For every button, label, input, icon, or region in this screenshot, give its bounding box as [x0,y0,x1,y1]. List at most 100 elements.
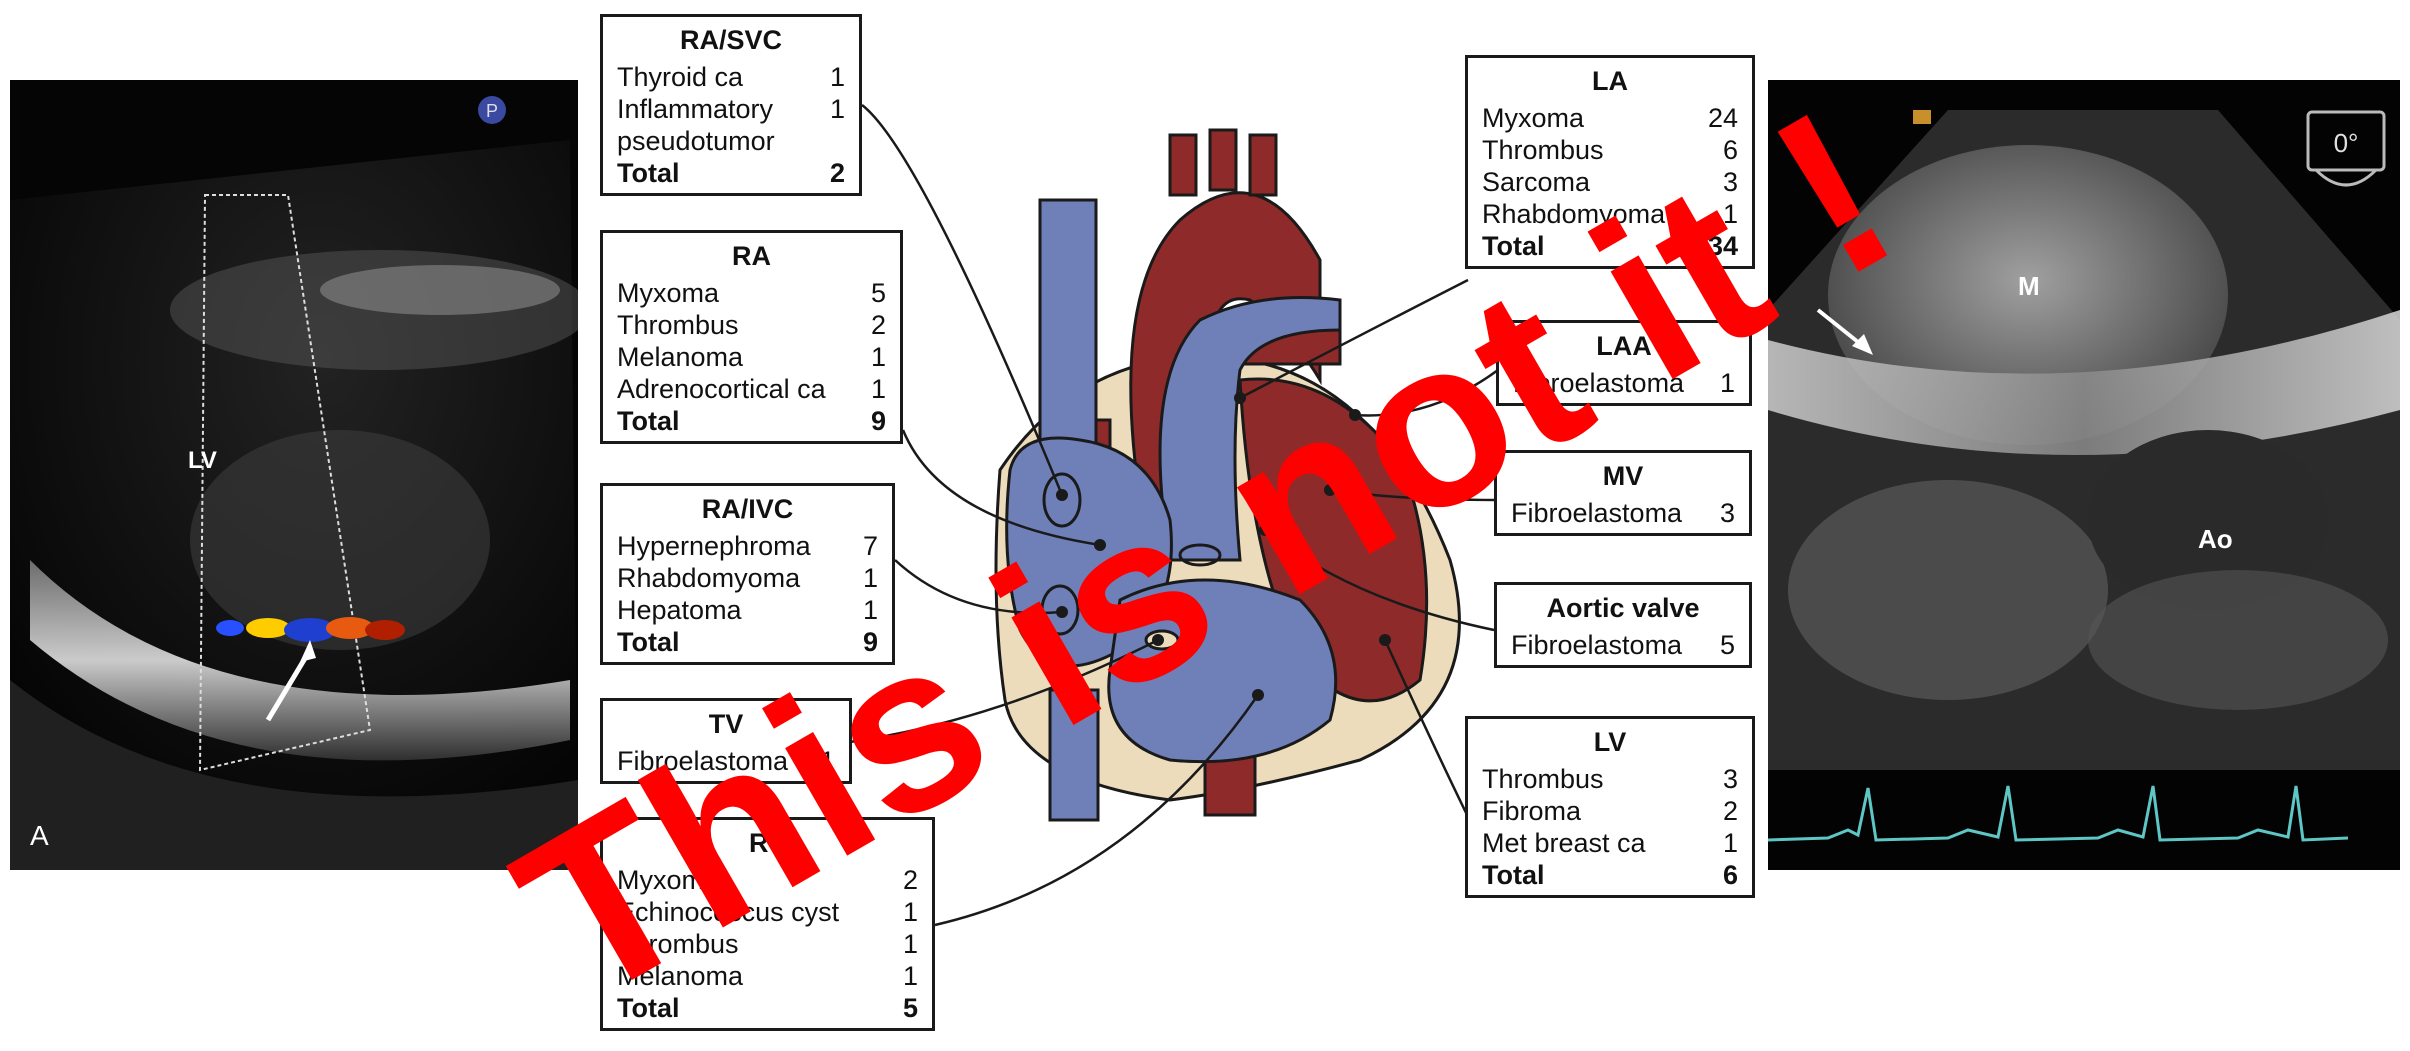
row-count: 7 [854,530,878,562]
row-label: Rhabdomyoma [1482,198,1665,230]
table-row: Inflammatory 1 [617,93,845,125]
table-row: Myxoma 24 [1482,102,1738,134]
aorta-label: Ao [2198,524,2233,554]
row-count: 1 [1711,367,1735,399]
table-row: Fibroelastoma 1 [1513,367,1735,399]
row-count: 3 [1711,497,1735,529]
row-count: 1 [821,93,845,125]
box-title: RA/IVC [617,492,878,526]
box-ra-ivc: RA/IVC Hypernephroma 7 Rhabdomyoma1 Hepat… [600,483,895,665]
row-label: Hypernephroma [617,530,811,562]
angle-readout: 0° [2334,128,2359,158]
row-count: 1 [894,960,918,992]
table-row: Rhabdomyoma1 [617,562,878,594]
ivc-shape [1050,690,1098,820]
row-count: 2 [862,309,886,341]
total-row: Total 9 [617,405,886,437]
table-row: Melanoma 1 [617,341,886,373]
row-label: Myxoma [617,277,719,309]
table-row: Thrombus 2 [617,309,886,341]
total-label: Total [1482,859,1545,891]
right-echo-svg: 0° M Ao [1768,80,2400,870]
row-count: 1 [854,594,878,626]
box-title: RV [617,826,918,860]
table-row: Fibroma 2 [1482,795,1738,827]
total-label: Total [617,405,680,437]
table-row: Thrombus 3 [1482,763,1738,795]
row-label: Melanoma [617,960,743,992]
box-title: TV [617,707,835,741]
table-row: Hypernephroma 7 [617,530,878,562]
row-count: 1 [894,928,918,960]
row-count: 1 [862,373,886,405]
row-label: Fibroelastoma [617,745,788,777]
table-row: Fibroelastoma 3 [1511,497,1735,529]
row-label: Fibroma [1482,795,1581,827]
box-title: Aortic valve [1511,591,1735,625]
left-echocardiogram-image: P LV A [10,80,578,870]
row-count: 2 [1714,795,1738,827]
table-row: Echinococcus cyst 1 [617,896,918,928]
row-label: Thrombus [617,309,739,341]
row-count: 6 [1714,134,1738,166]
row-count: 5 [1711,629,1735,661]
row-label: Echinococcus cyst [617,896,839,928]
row-label: Fibroelastoma [1511,497,1682,529]
box-title: LV [1482,725,1738,759]
right-ventricle-shape [1109,580,1336,762]
box-title: LAA [1513,329,1735,363]
table-row: Myxoma 5 [617,277,886,309]
row-label: Fibroelastoma [1511,629,1682,661]
row-count [821,125,845,157]
total-count: 2 [821,157,845,189]
box-ra-svc: RA/SVC Thyroid ca 1 Inflammatory 1 pseudot… [600,14,862,196]
orientation-marker-icon [1913,110,1931,124]
box-title: LA [1482,64,1738,98]
row-label: Thyroid ca [617,61,743,93]
row-label: Myxoma [1482,102,1584,134]
row-count: 1 [862,341,886,373]
table-row: Myxoma 2 [617,864,918,896]
table-row: pseudotumor [617,125,845,157]
row-label: Myxoma [617,864,719,896]
row-count: 2 [894,864,918,896]
left-lv-label: LV [188,447,217,474]
row-label: Adrenocortical ca [617,373,826,405]
box-aortic-valve: Aortic valve Fibroelastoma 5 [1494,582,1752,668]
row-count: 3 [1714,763,1738,795]
mass-label: M [2018,271,2040,301]
row-label: Melanoma [617,341,743,373]
row-label: Fibroelastoma [1513,367,1684,399]
row-count: 5 [862,277,886,309]
row-label: Inflammatory [617,93,773,125]
total-count: 9 [854,626,878,658]
total-count: 9 [862,405,886,437]
row-label: Hepatoma [617,594,742,626]
table-row: Hepatoma 1 [617,594,878,626]
row-label: Thrombus [1482,763,1604,795]
row-count: 24 [1708,102,1738,134]
table-row: Adrenocortical ca 1 [617,373,886,405]
row-count: 1 [821,61,845,93]
row-count: 1 [811,745,835,777]
table-row: Fibroelastoma 5 [1511,629,1735,661]
row-label: Sarcoma [1482,166,1590,198]
box-title: MV [1511,459,1735,493]
table-row: Rhabdomyoma1 [1482,198,1738,230]
box-title: RA/SVC [617,23,845,57]
row-count: 1 [894,896,918,928]
total-label: Total [617,992,680,1024]
panel-a-label: A [30,820,49,851]
row-count: 1 [1714,827,1738,859]
row-label: Thrombus [1482,134,1604,166]
row-count: 3 [1714,166,1738,198]
box-mv: MV Fibroelastoma 3 [1494,450,1752,536]
row-count: 1 [854,562,878,594]
row-label: pseudotumor [617,125,775,157]
